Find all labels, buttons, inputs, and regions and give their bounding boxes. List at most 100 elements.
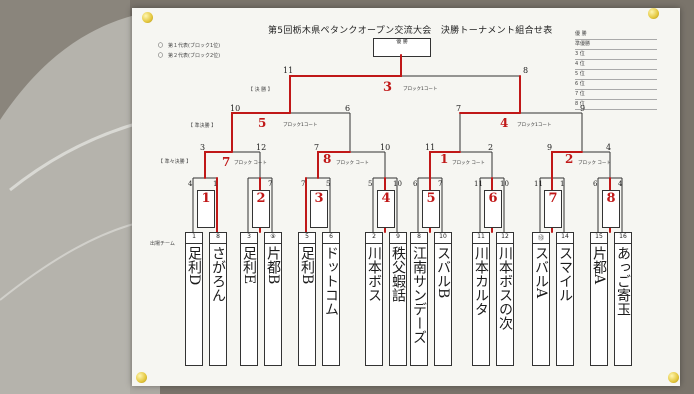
rank-item: 7 位 [575, 90, 657, 100]
quarter-court: ブロック コート [234, 161, 267, 166]
team-number: 5 [299, 233, 315, 244]
r1-score: 4 [188, 180, 193, 188]
rank-item: 4 位 [575, 60, 657, 70]
r1-score: 6 [413, 180, 418, 188]
team-number: 16 [615, 233, 631, 244]
rank-item: 6 位 [575, 80, 657, 90]
r1-match-box: 6 [484, 190, 502, 228]
team-column: 1 足利D [185, 232, 203, 366]
semi-score: 6 [345, 104, 351, 113]
semi-match-number: 5 [258, 116, 267, 130]
team-name: 川本ボス [366, 246, 382, 302]
team-column: 15 片都A [590, 232, 608, 366]
r1-match-box: 5 [422, 190, 440, 228]
team-number: 15 [591, 233, 607, 244]
r1-match-number: 2 [256, 191, 266, 206]
team-name: さがろん [210, 246, 226, 302]
teams-label: 出場チーム [150, 241, 175, 247]
semi-round-label: 【 準決勝 】 [188, 123, 217, 129]
r1-score: 6 [593, 180, 598, 188]
r1-match-number: 4 [381, 191, 391, 206]
thumbtack-icon [668, 372, 679, 383]
team-name: 江南サンデーズ [411, 246, 427, 344]
semi-score: 9 [580, 104, 586, 113]
team-number: 8 [411, 233, 427, 244]
r1-match-box: 8 [602, 190, 620, 228]
quarter-score: 7 [314, 143, 320, 152]
r1-match-box: 3 [310, 190, 328, 228]
team-column: 8 さがろん [209, 232, 227, 366]
team-column: 3 足利E [240, 232, 258, 366]
team-name: 足利D [186, 246, 202, 286]
team-column: 8 江南サンデーズ [410, 232, 428, 366]
r1-match-number: 5 [426, 191, 436, 206]
r1-score: 10 [500, 180, 509, 188]
final-left-score: 11 [283, 66, 294, 75]
r1-score: 4 [618, 180, 623, 188]
team-number: ⑬ [533, 233, 549, 244]
team-number: 6 [323, 233, 339, 244]
r1-score: 5 [368, 180, 373, 188]
quarter-score: 9 [547, 143, 553, 152]
team-number: 12 [497, 233, 513, 244]
final-right-score: 8 [523, 66, 529, 75]
r1-match-number: 8 [606, 191, 616, 206]
quarter-score: 2 [488, 143, 494, 152]
quarter-match-number: 8 [323, 152, 332, 166]
team-column: 2 川本ボス [365, 232, 383, 366]
team-name: 片都B [265, 246, 281, 285]
r1-match-box: 7 [544, 190, 562, 228]
quarter-match-number: 1 [440, 152, 449, 166]
r1-score: 7 [301, 180, 306, 188]
quarter-court: ブロック コート [336, 161, 369, 166]
champion-label: 優 勝 [396, 39, 408, 45]
team-number: 11 [473, 233, 489, 244]
team-name: 秩父蝦話 [390, 246, 406, 302]
rank-list: 優 勝 準優勝 3 位 4 位 5 位 6 位 7 位 8 位 [575, 30, 657, 110]
r1-match-number: 3 [314, 191, 324, 206]
team-number: 3 [241, 233, 257, 244]
legend-second: 〇 第２代表(ブロック2位) [158, 53, 221, 59]
team-number: 2 [366, 233, 382, 244]
team-name: ドットコム [323, 246, 339, 316]
final-match-number: 3 [383, 80, 393, 95]
final-round-label: 【 決 勝 】 [248, 87, 273, 93]
quarter-score: 12 [256, 143, 267, 152]
team-name: スバルB [435, 246, 451, 299]
quarter-round-label: 【 準々決勝 】 [158, 159, 192, 165]
team-number: 8 [210, 233, 226, 244]
rank-item: 優 勝 [575, 30, 657, 40]
thumbtack-icon [136, 372, 147, 383]
semi-court: ブロック1コート [283, 123, 318, 128]
team-name: 足利E [241, 246, 257, 285]
team-column: 6 ドットコム [322, 232, 340, 366]
r1-score: 7 [438, 180, 443, 188]
r1-score: 1 [560, 180, 565, 188]
final-court: ブロック1コート [403, 87, 438, 92]
rank-item: 8 位 [575, 100, 657, 110]
rank-item: 3 位 [575, 50, 657, 60]
team-name: 片都A [591, 246, 607, 285]
quarter-score: 10 [380, 143, 391, 152]
rank-item: 5 位 [575, 70, 657, 80]
team-column: 5 足利B [298, 232, 316, 366]
r1-match-box: 1 [197, 190, 215, 228]
team-number: 1 [186, 233, 202, 244]
r1-score: 5 [326, 180, 331, 188]
r1-match-number: 7 [548, 191, 558, 206]
team-name: スマイル [557, 246, 573, 302]
team-number: 9 [390, 233, 406, 244]
r1-score: 1 [213, 180, 218, 188]
quarter-score: 11 [425, 143, 436, 152]
team-name: 足利B [299, 246, 315, 285]
semi-score: 7 [456, 104, 462, 113]
r1-match-box: 4 [377, 190, 395, 228]
quarter-score: 4 [606, 143, 612, 152]
